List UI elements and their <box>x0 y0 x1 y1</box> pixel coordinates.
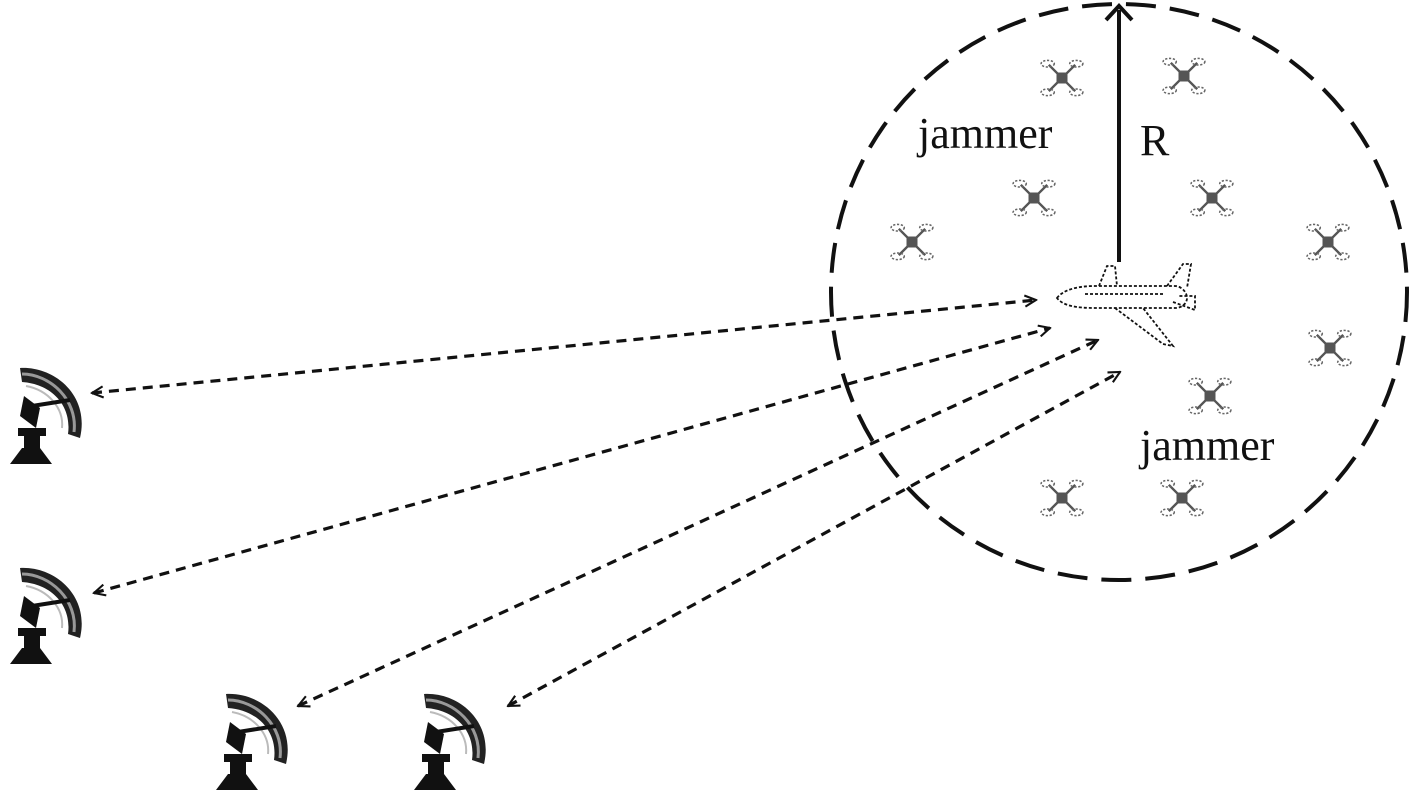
drone-icon <box>1040 59 1084 97</box>
drone-icon <box>890 223 934 261</box>
drone-icon <box>1160 479 1204 517</box>
radius-arrowhead <box>1104 3 1134 22</box>
jammer-label-top: jammer <box>916 109 1053 158</box>
radar-dish-icon <box>412 691 488 792</box>
radar-dish-icon <box>8 565 84 666</box>
drone-icon <box>1040 479 1084 517</box>
drone-icon <box>1306 223 1350 261</box>
drone-icon <box>1188 377 1232 415</box>
drone-icon <box>1308 329 1352 367</box>
link-line-3 <box>298 340 1098 706</box>
drone-icon <box>1162 57 1206 95</box>
jammer-label-bottom: jammer <box>1138 421 1275 470</box>
data-links <box>92 300 1120 706</box>
radar-dish-icon <box>8 365 84 466</box>
aircraft-icon <box>1055 263 1196 348</box>
link-line-4 <box>508 370 1120 708</box>
link-line-2 <box>94 328 1050 593</box>
link-line-1 <box>92 300 1036 393</box>
radius-label: R <box>1140 116 1170 165</box>
radars <box>8 365 488 792</box>
drone-icon <box>1190 179 1234 217</box>
drone-icon <box>1012 179 1056 217</box>
radar-dish-icon <box>214 691 290 792</box>
